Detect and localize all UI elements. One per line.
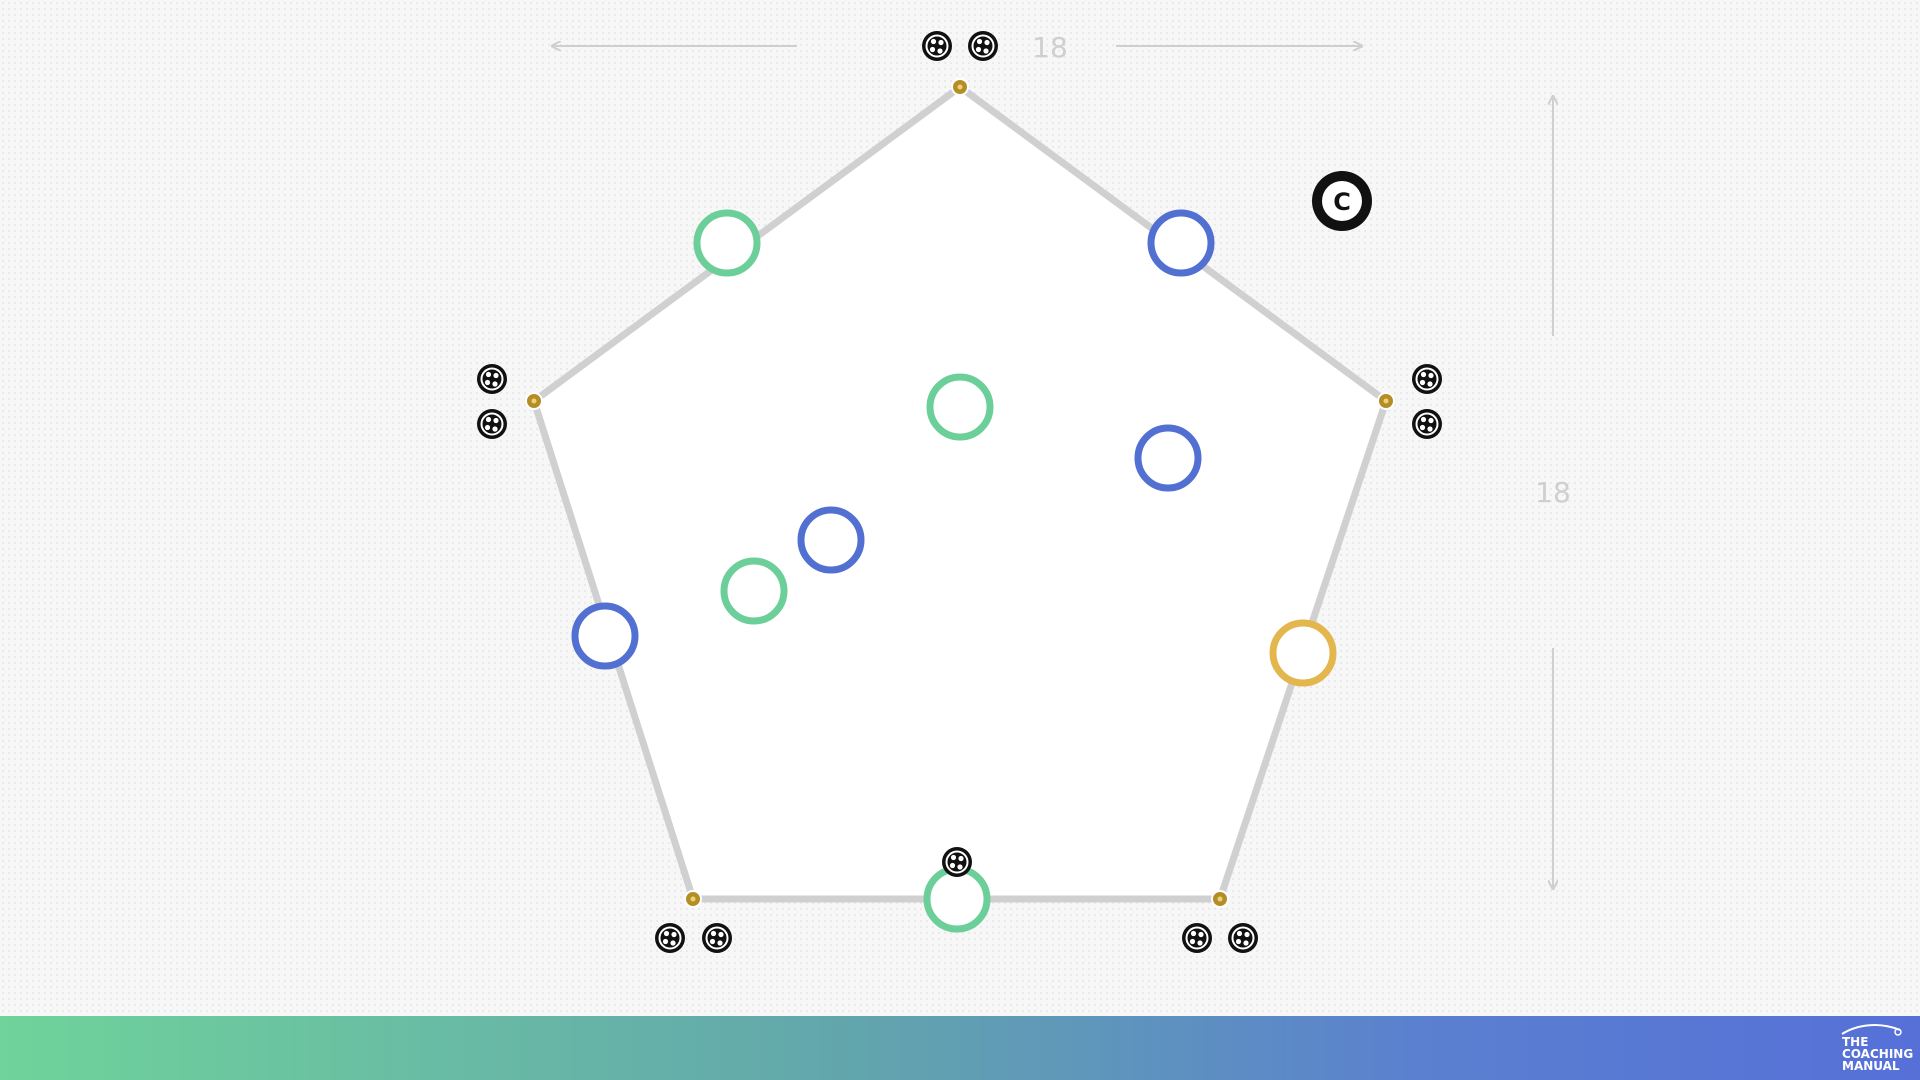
soccer-ball-icon <box>1411 408 1443 440</box>
whistle-icon <box>1841 1024 1902 1036</box>
blue-player <box>1134 424 1202 492</box>
coach-icon: C <box>1312 171 1372 231</box>
brand-logo-text: THE COACHING MANUAL <box>1842 1035 1914 1073</box>
blue-player <box>571 602 639 670</box>
neutral-player <box>1269 619 1337 687</box>
cone-marker-icon <box>951 78 969 96</box>
session-diagram: 18 18 C <box>476 30 1571 954</box>
soccer-ball-icon <box>921 30 953 62</box>
cone-marker-icon <box>525 392 543 410</box>
brand-logo: THE COACHING MANUAL <box>1836 1022 1914 1074</box>
soccer-ball-icon <box>1227 922 1259 954</box>
soccer-ball-icon <box>1411 363 1443 395</box>
footer-bar: THE COACHING MANUAL <box>0 1016 1920 1080</box>
cone-marker-icon <box>1377 392 1395 410</box>
green-player <box>720 557 788 625</box>
blue-player <box>797 506 865 574</box>
cone-markers <box>525 78 1395 908</box>
cone-marker-icon <box>1211 890 1229 908</box>
height-label: 18 <box>1535 476 1571 509</box>
soccer-ball-icon <box>476 363 508 395</box>
soccer-ball-icon <box>654 922 686 954</box>
green-player <box>693 209 761 277</box>
soccer-ball-icon <box>701 922 733 954</box>
soccer-ball-icon <box>476 408 508 440</box>
green-player <box>923 865 991 933</box>
blue-team <box>571 209 1215 670</box>
cone-marker-icon <box>684 890 702 908</box>
green-player <box>926 373 994 441</box>
width-label: 18 <box>1032 31 1068 64</box>
width-dimension: 18 <box>553 31 1361 64</box>
pentagon-boundary <box>530 83 1390 903</box>
soccer-ball-icon <box>967 30 999 62</box>
coach-label: C <box>1333 188 1351 216</box>
blue-player <box>1147 209 1215 277</box>
height-dimension: 18 <box>1535 97 1571 888</box>
soccer-ball-icon <box>1181 922 1213 954</box>
soccer-ball-icon <box>941 846 973 878</box>
